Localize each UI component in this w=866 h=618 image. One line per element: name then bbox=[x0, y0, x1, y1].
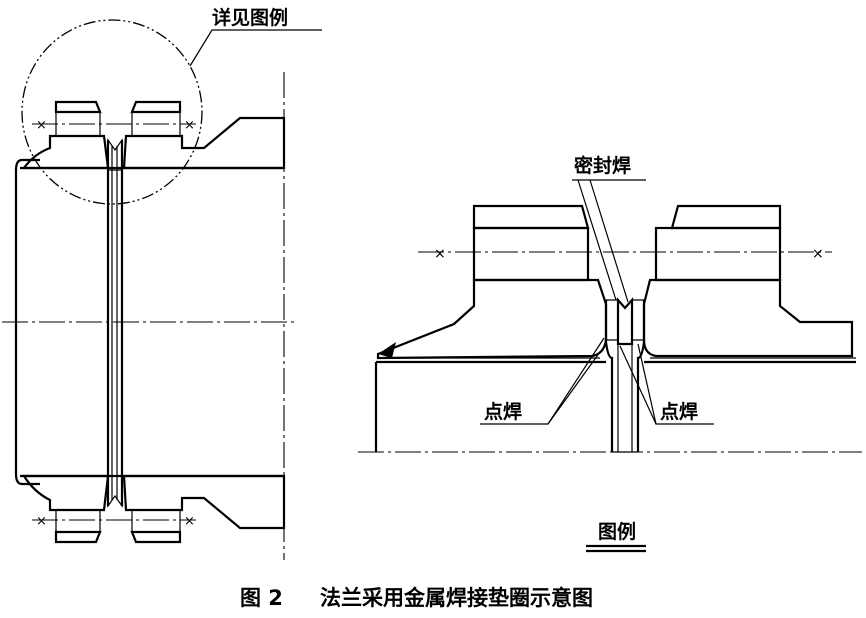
detail-legend-view: × × bbox=[358, 154, 862, 553]
detail-right-flange-ring bbox=[670, 204, 782, 230]
bolt-mark-icon: × bbox=[812, 246, 824, 262]
detail-left-bolt-hole bbox=[472, 226, 590, 282]
top-left-flange-ring bbox=[54, 100, 102, 114]
welded-gasket bbox=[106, 138, 124, 508]
bolt-mark-icon: × bbox=[184, 118, 195, 133]
seal-weld-leader-1 bbox=[577, 179, 617, 301]
detail-left-weld-bead bbox=[378, 342, 396, 358]
seal-weld-label: 密封焊 bbox=[574, 154, 631, 177]
bottom-right-flange-ring bbox=[130, 530, 182, 544]
detail-right-flange-hub bbox=[642, 278, 854, 358]
top-right-flange-ring bbox=[130, 100, 182, 114]
spot-weld-left-leader-2 bbox=[547, 351, 601, 425]
spot-weld-right-label: 点焊 bbox=[660, 400, 698, 423]
detail-left-flange-hub bbox=[376, 278, 608, 360]
detail-gasket bbox=[604, 297, 646, 453]
seal-weld-leader-2 bbox=[589, 179, 629, 303]
legend-title: 图例 bbox=[598, 520, 636, 543]
figure-number: 图 2 bbox=[240, 586, 283, 610]
bottom-right-bolt-hole bbox=[131, 509, 181, 533]
spot-weld-right-leader-2 bbox=[619, 345, 657, 425]
detail-right-bolt-hole bbox=[654, 226, 782, 282]
bolt-mark-icon: × bbox=[36, 514, 47, 529]
spot-weld-left-label: 点焊 bbox=[484, 400, 522, 423]
bottom-left-bolt-hole bbox=[55, 509, 101, 533]
bolt-mark-icon: × bbox=[36, 118, 47, 133]
detail-callout-circle bbox=[21, 19, 203, 205]
bolt-mark-icon: × bbox=[434, 246, 446, 262]
figure-caption: 图 2 法兰采用金属焊接垫圈示意图 bbox=[240, 586, 593, 610]
figure-title: 法兰采用金属焊接垫圈示意图 bbox=[320, 586, 593, 610]
detail-left-flange-ring bbox=[472, 204, 590, 230]
bottom-left-flange-ring bbox=[54, 530, 102, 544]
pipe-body-outline bbox=[14, 158, 40, 486]
bottom-left-flange-hub bbox=[22, 474, 110, 512]
left-assembly-view: × × × × 详见图例 bbox=[2, 6, 322, 560]
detail-callout-leader bbox=[189, 29, 322, 67]
bolt-mark-icon: × bbox=[184, 514, 195, 529]
detail-callout-label: 详见图例 bbox=[212, 6, 288, 29]
top-right-flange-hub bbox=[122, 116, 286, 170]
